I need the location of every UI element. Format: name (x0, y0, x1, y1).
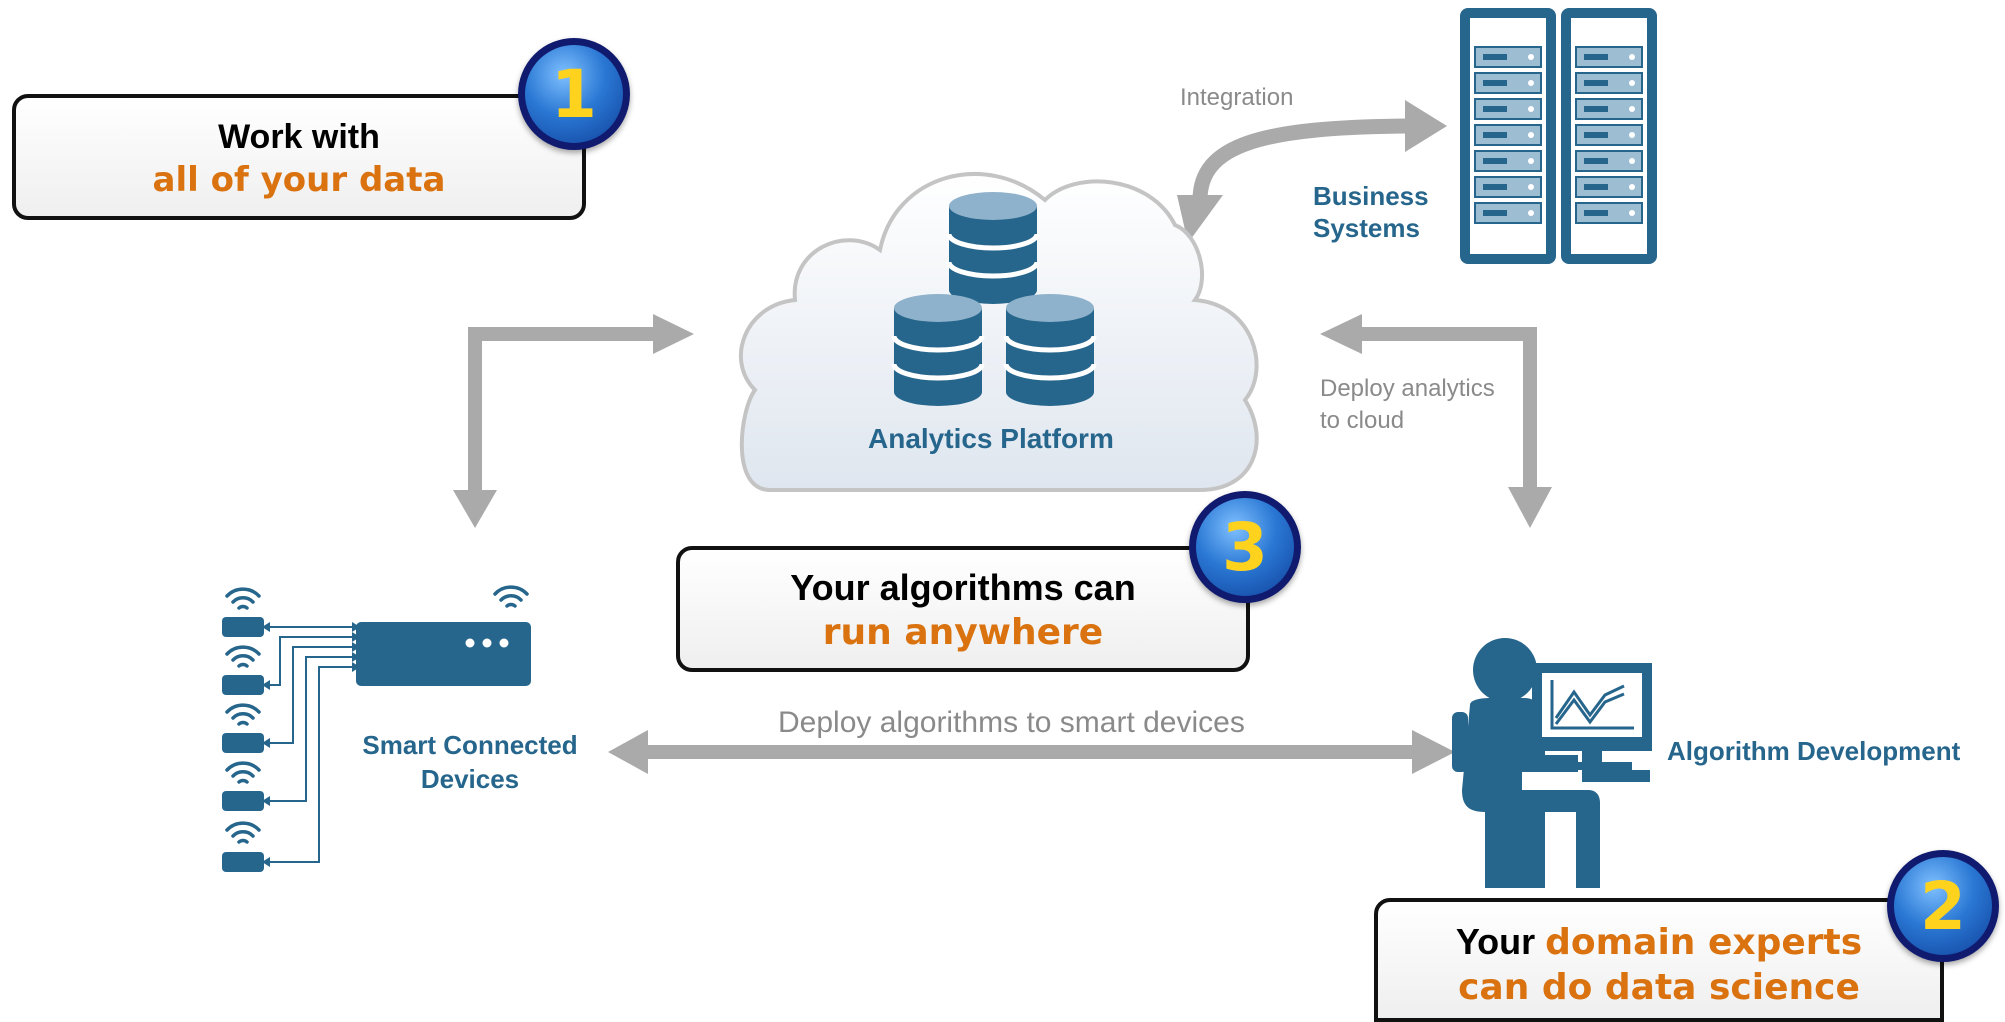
arrow-device-to-cloud (453, 314, 694, 528)
arrow-deploy-devices (608, 730, 1455, 774)
analyst-icon (1452, 638, 1652, 888)
callout-run-anywhere: Your algorithms can run anywhere (676, 546, 1250, 672)
analytics-cloud (738, 172, 1259, 492)
deploy-cloud-line2: to cloud (1320, 407, 1405, 434)
smart-devices-icon (222, 585, 531, 872)
arrow-cloud-to-algorithm (1320, 314, 1552, 528)
deploy-cloud-line1: Deploy analytics (1320, 375, 1495, 402)
smart-devices-line1: Smart Connected (362, 730, 578, 760)
callout-all-data: Work with all of your data (12, 94, 586, 220)
wifi-icon (493, 585, 529, 608)
arrow-integration (1177, 100, 1447, 243)
callout-domain-experts-line2: can do data science (1458, 967, 1860, 1008)
algorithm-development-label: Algorithm Development (1667, 736, 1961, 766)
callout-all-data-line1: Work with (218, 118, 380, 156)
callout-domain-experts-prefix: Your (1455, 921, 1546, 962)
callout-domain-experts-highlight: domain experts (1545, 922, 1863, 963)
business-systems-line2: Systems (1313, 213, 1420, 243)
step-badge-3: 3 (1189, 491, 1301, 603)
integration-label: Integration (1180, 84, 1294, 111)
step-badge-1: 1 (518, 38, 630, 150)
server-rack-icon (1460, 8, 1657, 264)
step-badge-2: 2 (1887, 850, 1999, 962)
deploy-devices-label: Deploy algorithms to smart devices (778, 706, 1245, 739)
callout-domain-experts: Your domain experts can do data science (1374, 898, 1944, 1022)
business-systems-line1: Business (1313, 181, 1429, 211)
analytics-platform-label: Analytics Platform (868, 423, 1114, 454)
callout-domain-experts-line1: Your domain experts (1378, 920, 1940, 965)
deploy-cloud-label: Deploy analytics to cloud (1320, 373, 1495, 437)
business-systems-label: Business Systems (1313, 180, 1429, 244)
smart-devices-label: Smart Connected Devices (340, 728, 600, 796)
callout-all-data-line2: all of your data (152, 160, 446, 200)
callout-run-anywhere-line1: Your algorithms can (790, 567, 1136, 608)
callout-run-anywhere-line2: run anywhere (822, 612, 1104, 653)
smart-devices-line2: Devices (420, 764, 520, 794)
